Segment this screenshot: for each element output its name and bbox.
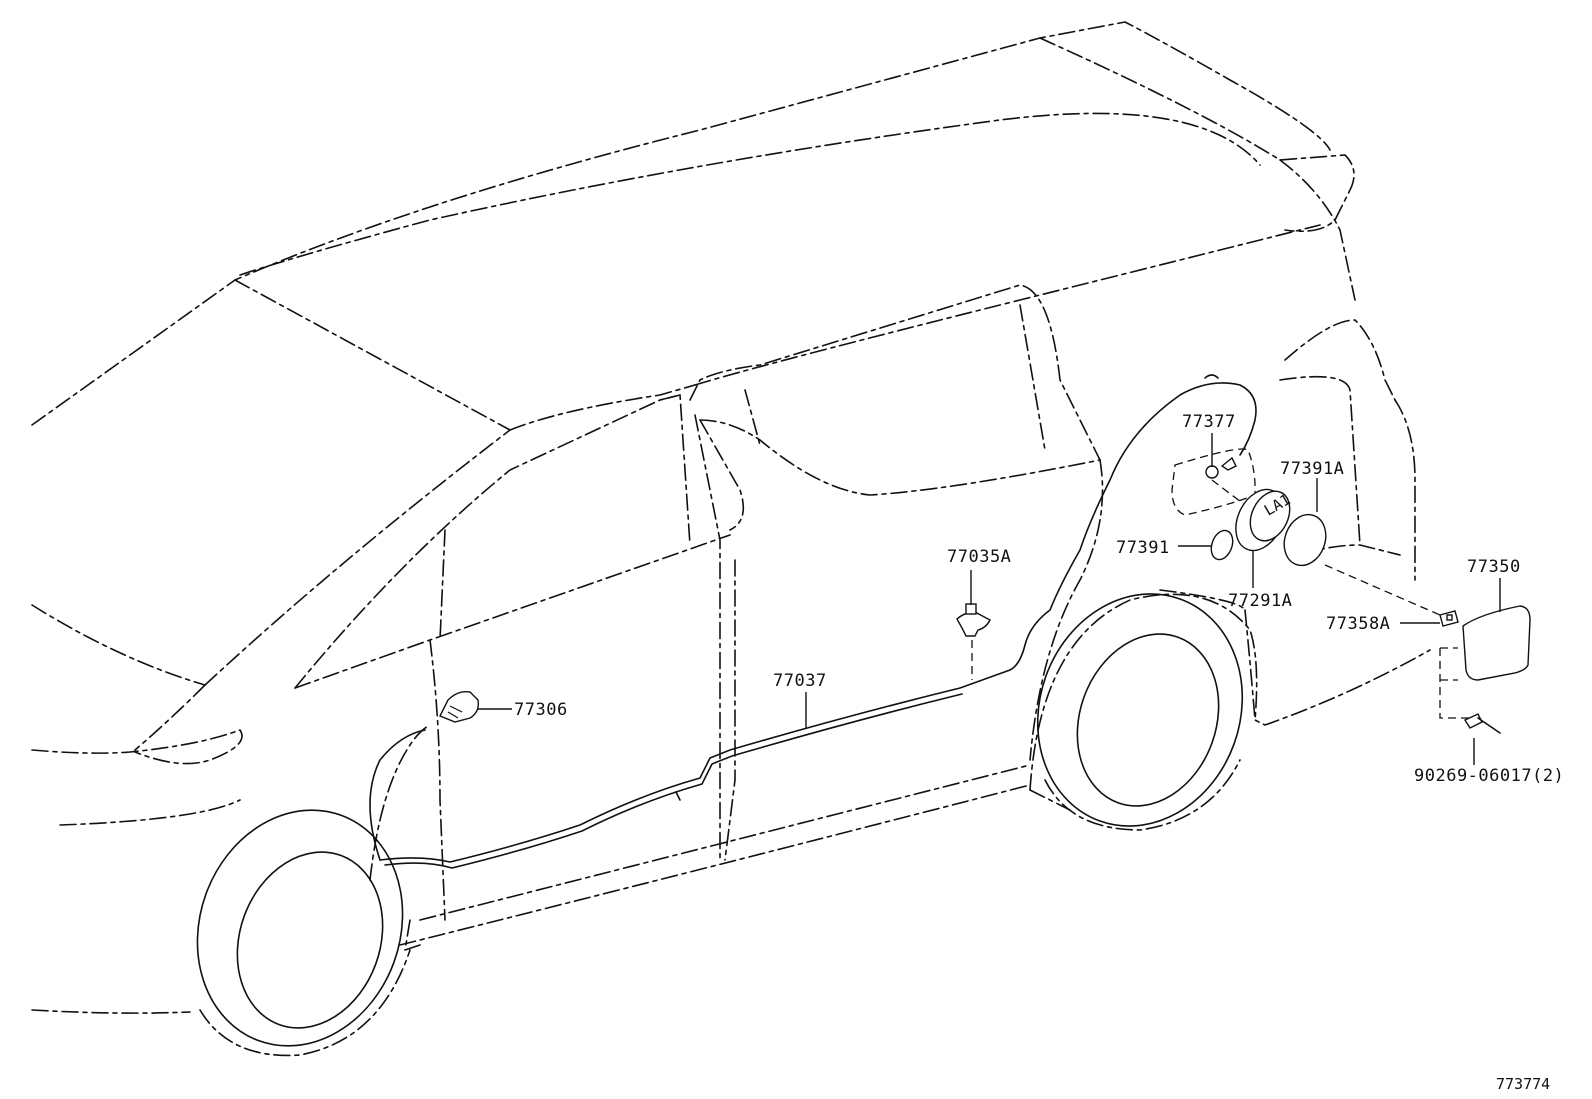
diagram-id: 773774 — [1496, 1075, 1550, 1093]
label-77035A: 77035A — [947, 547, 1011, 567]
lever-77306-part — [439, 690, 480, 723]
hinge-77358A-part — [1439, 610, 1459, 627]
fuel-inlet-box-77291A-part: LA1 — [1235, 488, 1293, 552]
label-77037: 77037 — [773, 671, 827, 691]
lock-77377-part — [1205, 456, 1246, 506]
label-77377: 77377 — [1182, 412, 1236, 432]
screw-90269-part — [1463, 713, 1501, 734]
label-77350: 77350 — [1467, 557, 1521, 577]
fuel-lid-opener-cable — [369, 374, 1257, 869]
rear-wheel — [1036, 593, 1244, 831]
label-90269-06017: 90269-06017(2) — [1414, 766, 1564, 786]
fuel-lid-77350-part — [1462, 605, 1531, 681]
label-77391: 77391 — [1116, 538, 1170, 558]
leader-lines — [478, 433, 1501, 765]
assembly-path — [1324, 564, 1470, 719]
pad-77391A-part — [1283, 513, 1327, 567]
label-77358A: 77358A — [1326, 614, 1390, 634]
clip-77035A-part — [956, 603, 991, 680]
label-77306: 77306 — [514, 700, 568, 720]
front-wheel — [196, 809, 411, 1057]
vehicle-body-outline — [31, 21, 1431, 1014]
pad-77391-part — [1210, 529, 1234, 561]
label-77391A: 77391A — [1280, 459, 1344, 479]
label-77291A: 77291A — [1228, 591, 1292, 611]
